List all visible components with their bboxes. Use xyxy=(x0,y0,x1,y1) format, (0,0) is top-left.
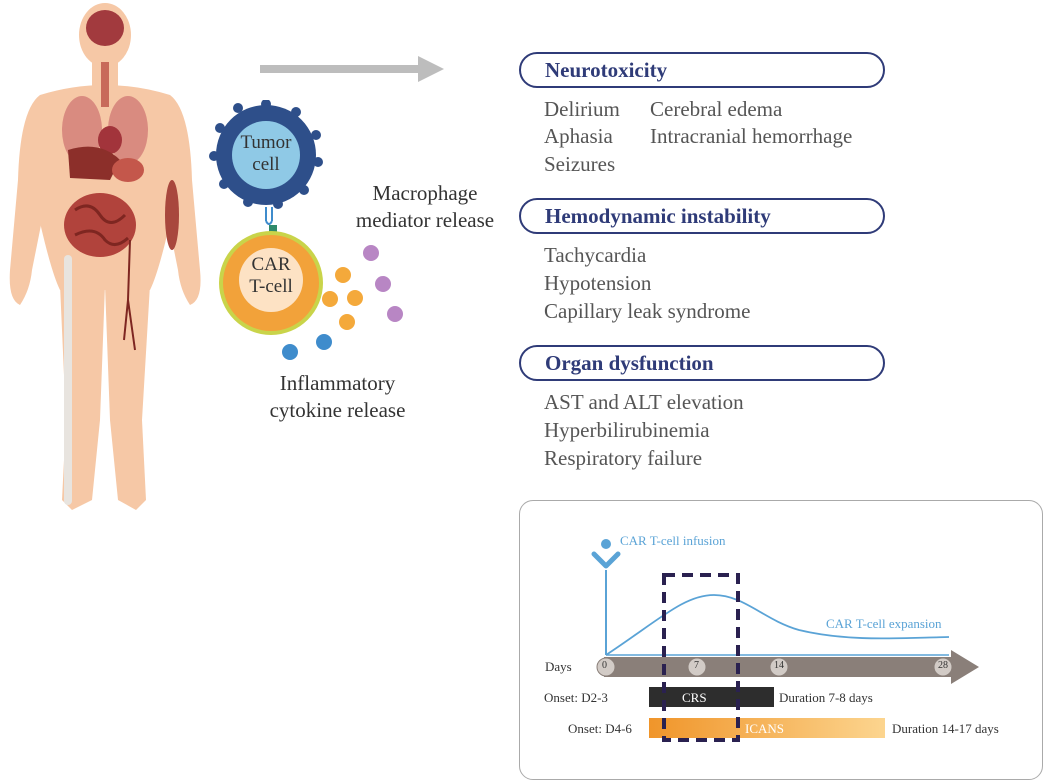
liver-icon xyxy=(68,146,120,180)
orange-cytokine-dot xyxy=(339,314,355,330)
car-t-cell-label: CAR T-cell xyxy=(249,254,293,297)
tick-label: 28 xyxy=(938,660,948,671)
human-body-illustration xyxy=(9,3,201,510)
day-ticks xyxy=(596,657,953,677)
symptom-item: Hyperbilirubinemia xyxy=(544,418,710,442)
day-tick xyxy=(933,657,953,677)
purple-mediator-dot xyxy=(387,306,403,322)
crs-bar xyxy=(649,687,774,707)
icans-bar xyxy=(649,718,885,738)
blue-cytokine-dot xyxy=(282,344,298,360)
overlap-dashed-box xyxy=(662,573,740,742)
infusion-icon xyxy=(591,539,621,569)
symptom-item: Capillary leak syndrome xyxy=(544,299,751,323)
symptom-item: Seizures xyxy=(544,152,616,176)
icans-label: ICANS xyxy=(745,721,785,736)
purple-mediator-dot xyxy=(363,245,379,261)
orange-cytokine-dot xyxy=(335,267,351,283)
expansion-curve xyxy=(605,594,950,656)
tick-label: 7 xyxy=(694,660,699,671)
tick-label: 0 xyxy=(602,660,607,671)
blue-cytokine-dot xyxy=(316,334,332,350)
days-label: Days xyxy=(545,659,572,674)
day-tick xyxy=(596,657,616,677)
crs-label: CRS xyxy=(682,690,707,705)
gray-arrow-icon xyxy=(260,56,444,82)
tumor-cell-label: Tumor cell xyxy=(240,132,292,175)
cytokine-label: Inflammatory cytokine release xyxy=(269,371,406,422)
icans-duration-label: Duration 14-17 days xyxy=(892,721,999,736)
macrophage-label: Macrophage mediator release xyxy=(355,181,495,232)
day-tick xyxy=(769,657,789,677)
skeleton-icon xyxy=(64,255,72,505)
crs-onset-label: Onset: D2-3 xyxy=(544,690,608,705)
car-t-cell-icon xyxy=(219,231,323,335)
hemodynamic-header: Hemodynamic instability xyxy=(519,198,885,234)
symptom-item: Aphasia xyxy=(544,124,613,148)
symptom-item: Intracranial hemorrhage xyxy=(650,124,853,148)
orange-cytokine-dot xyxy=(322,291,338,307)
section-title: Neurotoxicity xyxy=(545,58,668,82)
intestines-icon xyxy=(64,193,136,257)
expansion-label: CAR T-cell expansion xyxy=(826,616,942,631)
symptom-item: AST and ALT elevation xyxy=(544,390,744,414)
icans-onset-label: Onset: D4-6 xyxy=(568,721,632,736)
symptom-item: Tachycardia xyxy=(544,243,647,267)
brain-icon xyxy=(86,10,124,46)
section-title: Hemodynamic instability xyxy=(545,204,771,228)
orange-cytokine-dot xyxy=(347,290,363,306)
tick-label: 14 xyxy=(774,660,784,671)
heart-icon xyxy=(98,126,122,154)
symptom-item: Hypotension xyxy=(544,271,652,295)
symptom-item: Respiratory failure xyxy=(544,446,703,470)
timeline-diagram xyxy=(591,539,979,742)
organ-dysfunction-header: Organ dysfunction xyxy=(519,345,885,381)
purple-mediator-dot xyxy=(375,276,391,292)
tumor-cell-icon xyxy=(209,100,323,209)
symptom-item: Cerebral edema xyxy=(650,97,783,121)
section-title: Organ dysfunction xyxy=(545,351,714,375)
cytokine-dots xyxy=(282,245,403,360)
crs-duration-label: Duration 7-8 days xyxy=(779,690,873,705)
neurotoxicity-header: Neurotoxicity xyxy=(519,52,885,88)
day-tick xyxy=(687,657,707,677)
timeline-panel xyxy=(519,500,1043,780)
symptom-item: Delirium xyxy=(544,97,620,121)
infusion-label: CAR T-cell infusion xyxy=(620,533,726,548)
